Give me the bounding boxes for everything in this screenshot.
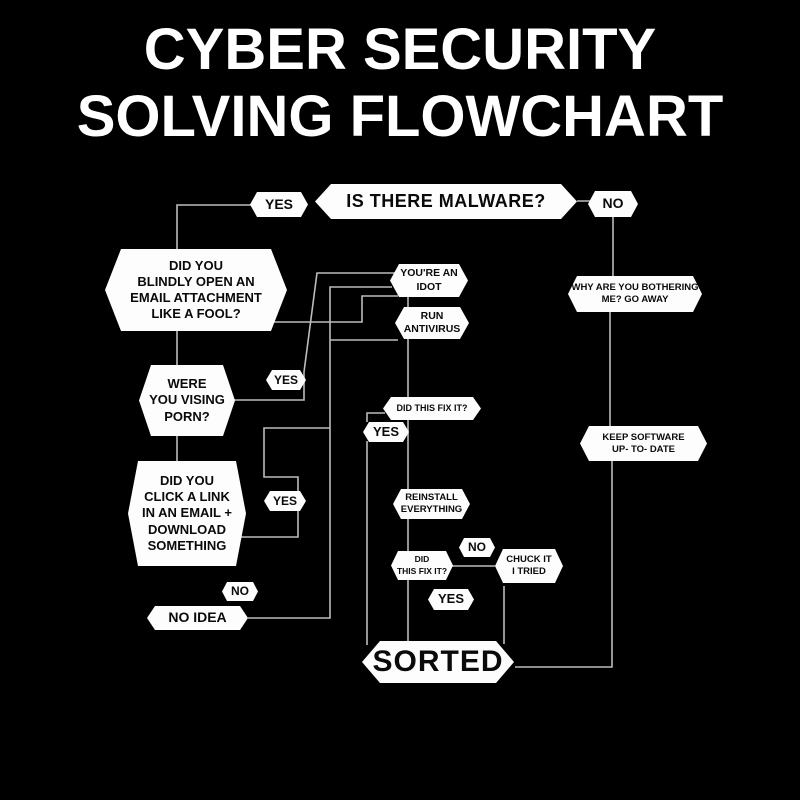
node-youre-an-idot: YOU'RE AN IDOT xyxy=(390,264,468,297)
title-line-1: CYBER SECURITY xyxy=(143,17,657,82)
node-keep-software-up-to-date: KEEP SOFTWARE UP- TO- DATE xyxy=(580,426,707,461)
label-yes-fix-2: YES xyxy=(428,589,474,610)
poster-title: CYBER SECURITY SOLVING FLOWCHART xyxy=(0,16,800,151)
label-yes-malware: YES xyxy=(250,192,308,217)
title-line-2: SOLVING FLOWCHART xyxy=(76,84,724,150)
node-did-this-fix-it-1: DID THIS FIX IT? xyxy=(383,397,481,420)
label-no-clicklink: NO xyxy=(222,582,258,601)
node-click-link-download: DID YOU CLICK A LINK IN AN EMAIL + DOWNL… xyxy=(128,461,246,566)
label-no-malware: NO xyxy=(588,191,638,217)
node-sorted: SORTED xyxy=(362,641,514,683)
node-did-this-fix-it-2: DID THIS FIX IT? xyxy=(391,551,453,580)
node-run-antivirus: RUN ANTIVIRUS xyxy=(395,307,469,339)
node-blindly-open-attachment: DID YOU BLINDLY OPEN AN EMAIL ATTACHMENT… xyxy=(105,249,287,331)
node-chuck-it-i-tried: CHUCK IT I TRIED xyxy=(495,549,563,583)
label-yes-clicklink: YES xyxy=(264,491,306,511)
label-yes-fix-1: YES xyxy=(363,422,409,442)
node-were-you-vising-porn: WERE YOU VISING PORN? xyxy=(139,365,235,436)
label-no-fix-2: NO xyxy=(459,538,495,557)
node-no-idea: NO IDEA xyxy=(147,606,248,630)
node-is-there-malware: IS THERE MALWARE? xyxy=(315,184,577,219)
node-reinstall-everything: REINSTALL EVERYTHING xyxy=(393,489,470,519)
node-why-bothering-me: WHY ARE YOU BOTHERING ME? GO AWAY xyxy=(568,276,702,312)
label-yes-porn: YES xyxy=(266,370,306,390)
